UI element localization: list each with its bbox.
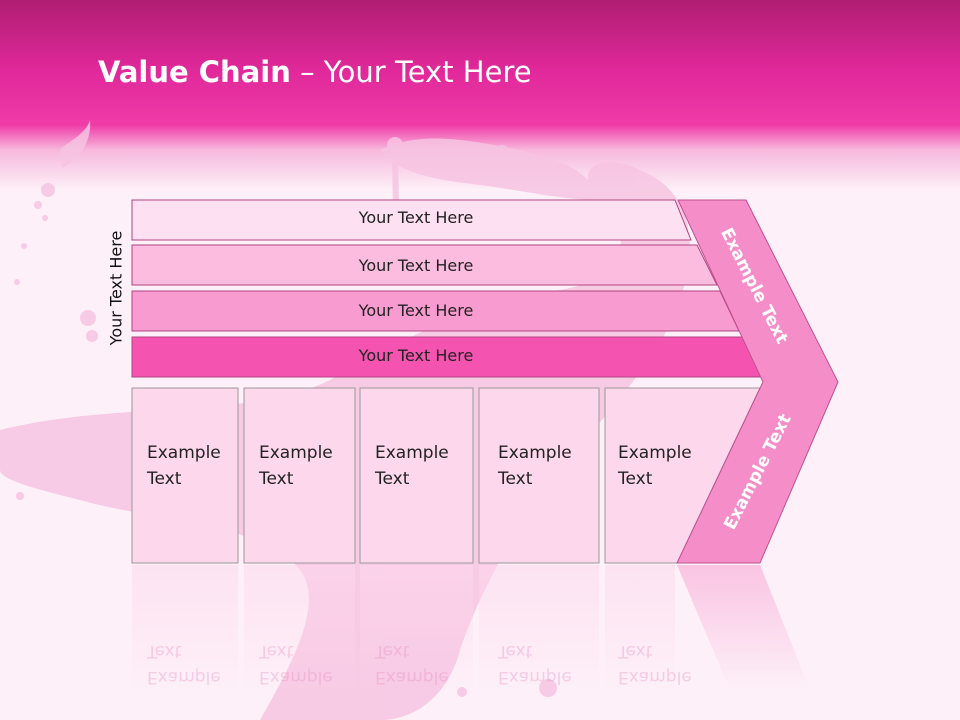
bar-1-label: Your Text Here [358, 208, 474, 227]
box-1 [131, 387, 239, 564]
margin-chevron [676, 199, 839, 564]
bar-2-label: Your Text Here [358, 256, 474, 275]
box-4 [478, 387, 600, 564]
bar-1 [131, 199, 692, 241]
bar-3-label: Your Text Here [358, 301, 474, 320]
bar-2 [131, 244, 718, 286]
box-2 [243, 387, 356, 564]
box-3 [359, 387, 474, 564]
slide-title: Value Chain – Your Text Here [98, 55, 532, 89]
bar-4-label: Your Text Here [358, 346, 474, 365]
